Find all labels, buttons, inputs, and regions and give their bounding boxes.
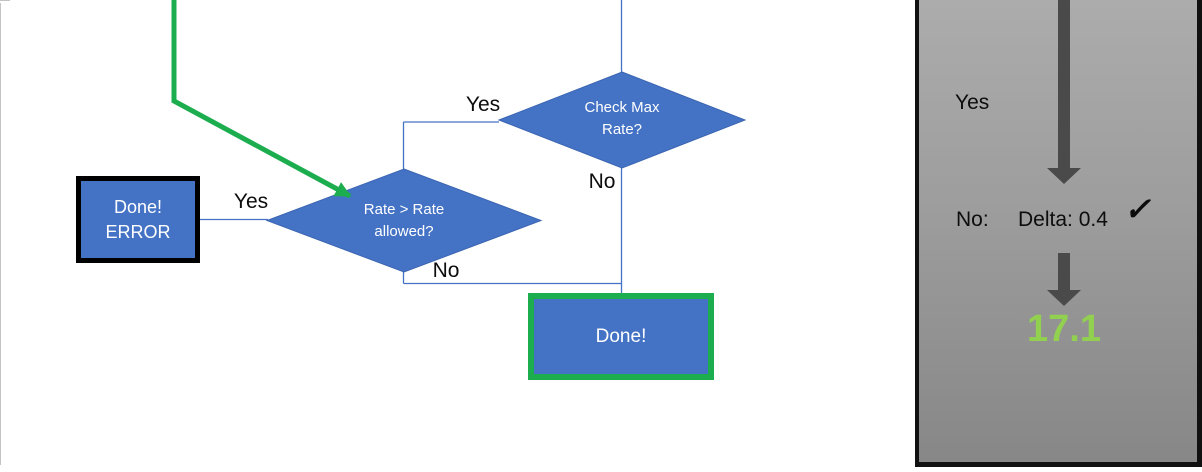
check-max-line1: Check Max	[584, 99, 660, 116]
done-error-box[interactable]: Done! ERROR	[76, 176, 200, 263]
panel-yes-label: Yes	[955, 91, 990, 114]
panel-delta-value: Delta: 0.4	[1018, 208, 1108, 231]
done-error-line1: Done!	[113, 196, 163, 217]
arrow-down-icon	[1058, 0, 1070, 168]
rate-no-label: No	[432, 259, 460, 282]
arrow-down-icon	[1058, 253, 1070, 290]
check-max-line2: Rate?	[601, 121, 643, 138]
checkmark-icon: ✓	[1124, 191, 1151, 227]
done-box[interactable]: Done!	[528, 293, 714, 380]
arrow-down-icon	[1047, 168, 1081, 184]
check-max-rate-diamond[interactable]	[497, 71, 747, 169]
panel-result-value: 17.1	[1027, 308, 1101, 350]
check-max-yes-label: Yes	[465, 93, 501, 116]
done-box-label: Done!	[595, 325, 647, 347]
green-entry-arrow	[171, 0, 352, 199]
arrow-down-icon	[1047, 290, 1081, 306]
rate-allowed-diamond-label: Rate > Rate allowed?	[319, 199, 489, 243]
slide-edge-left	[0, 3, 1, 465]
done-error-line2: ERROR	[105, 221, 171, 242]
rate-yes-label: Yes	[233, 190, 269, 213]
rate-line1: Rate > Rate	[363, 201, 445, 218]
check-max-no-label: No	[588, 170, 616, 193]
slide-edge-top	[0, 0, 10, 1]
check-max-rate-diamond-label: Check Max Rate?	[537, 97, 707, 141]
side-panel: Yes No: Delta: 0.4 ✓ 17.1	[915, 0, 1202, 467]
panel-no-label: No:	[956, 208, 989, 231]
rate-line2: allowed?	[374, 223, 434, 240]
